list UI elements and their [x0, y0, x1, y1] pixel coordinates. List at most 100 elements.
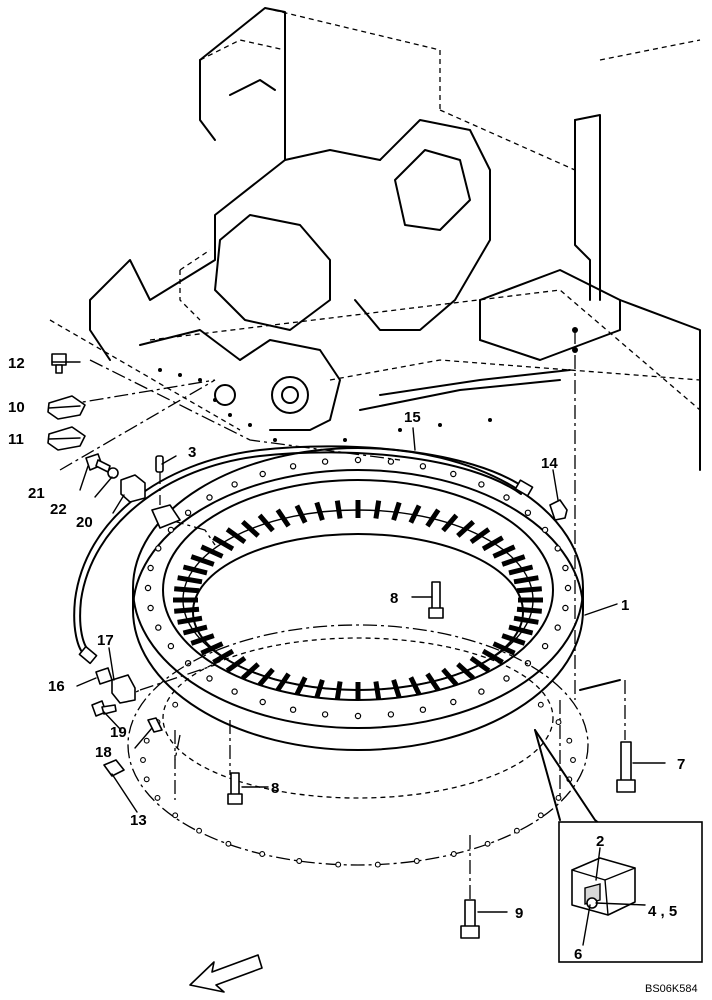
reference-lines — [59, 330, 626, 900]
gear-tooth — [294, 504, 308, 524]
bolt-hole — [450, 698, 457, 706]
bushing — [151, 504, 181, 529]
gear-tooth — [177, 575, 203, 585]
gear-tooth — [425, 508, 441, 528]
ring-gear-teeth — [173, 500, 543, 700]
label-part-9: 9 — [515, 905, 523, 922]
gear-tooth — [516, 606, 543, 614]
lower-bolt-hole — [374, 861, 381, 868]
grease-fitting-14 — [549, 499, 568, 521]
label-part-22: 22 — [50, 501, 67, 518]
bolt-8-upper — [428, 581, 444, 619]
bolt-8-lower — [227, 772, 243, 805]
frame-bolt-holes — [158, 368, 492, 442]
gear-tooth — [275, 672, 291, 692]
bolt-hole — [554, 624, 561, 631]
bolt-hole — [554, 545, 561, 552]
gear-tooth — [334, 500, 343, 519]
gear-tooth — [241, 519, 260, 538]
label-part-8-lower: 8 — [271, 780, 279, 797]
gear-tooth — [492, 544, 516, 559]
bolt-hole — [478, 481, 485, 488]
swing-bearing — [132, 447, 584, 751]
bolt-hole — [147, 604, 154, 612]
gear-tooth — [508, 624, 534, 636]
bolt-hole — [321, 458, 329, 465]
gear-tooth — [441, 513, 459, 533]
bolt-hole — [564, 584, 572, 592]
bolt-hole — [206, 494, 213, 501]
bolt-hole — [259, 698, 266, 706]
gear-tooth — [425, 672, 441, 692]
bolt-hole — [562, 604, 569, 612]
lower-bolt-hole — [143, 737, 150, 744]
gear-tooth — [391, 679, 402, 699]
bolt-hole — [503, 494, 510, 501]
bolt-hole — [478, 688, 485, 695]
label-part-16: 16 — [48, 678, 65, 695]
gear-tooth — [513, 575, 539, 585]
gear-tooth — [314, 679, 325, 699]
bolt-hole — [419, 463, 427, 470]
block-17 — [111, 674, 136, 704]
gear-tooth — [508, 564, 534, 576]
lower-bolt-holes — [140, 701, 576, 868]
bolt-hole — [231, 481, 238, 488]
gear-tooth — [501, 554, 526, 567]
bolt-hole — [321, 711, 329, 718]
lower-bolt-hole — [484, 840, 491, 847]
label-part-4-5: 4 , 5 — [648, 903, 677, 920]
label-part-11: 11 — [8, 431, 24, 448]
lower-bolt-hole — [172, 812, 179, 819]
washer-22 — [107, 467, 119, 479]
label-part-12: 12 — [8, 355, 25, 372]
lower-bolt-hole — [537, 812, 544, 819]
bolt-hole — [354, 456, 362, 464]
label-part-6: 6 — [574, 946, 582, 963]
lube-hose — [73, 445, 534, 665]
bolt-hole — [289, 463, 297, 470]
label-part-17: 17 — [97, 632, 114, 649]
gear-tooth — [212, 648, 235, 665]
bolt-hole — [354, 712, 362, 720]
label-part-18: 18 — [95, 744, 112, 761]
label-part-8-upper: 8 — [390, 590, 398, 607]
gear-tooth — [225, 655, 247, 673]
bolt-hole — [524, 509, 532, 516]
gear-tooth — [225, 527, 247, 545]
label-part-7: 7 — [677, 756, 685, 773]
lower-bolt-hole — [154, 794, 161, 801]
lower-bolt-hole — [566, 737, 573, 744]
bolt-hole — [541, 642, 549, 650]
gear-tooth — [481, 648, 504, 665]
lower-bolt-hole — [537, 701, 544, 708]
bolt-hole — [167, 642, 175, 650]
bolt-21 — [85, 453, 111, 473]
bracket-20 — [120, 474, 146, 503]
gear-tooth — [373, 500, 382, 519]
label-part-2: 2 — [596, 833, 604, 850]
label-part-3: 3 — [188, 444, 196, 461]
bolt-hole — [387, 458, 395, 465]
bolt-9 — [460, 899, 480, 939]
lower-bolt-hole — [450, 851, 457, 857]
gear-tooth — [241, 662, 260, 681]
bearing-bolt-holes — [144, 456, 572, 720]
lower-bolt-hole — [513, 827, 520, 834]
lower-bolt-hole — [196, 827, 203, 834]
gear-tooth — [200, 641, 224, 656]
callout-leaders — [48, 361, 666, 913]
gear-tooth — [294, 676, 308, 696]
lower-bolt-hole — [555, 794, 562, 801]
bolt-hole — [167, 526, 175, 534]
bolt-hole — [147, 564, 154, 572]
gear-tooth — [481, 535, 504, 552]
bolt-hole — [450, 470, 457, 478]
gear-tooth — [441, 667, 459, 687]
bolt-hole — [184, 509, 192, 516]
gear-tooth — [182, 624, 208, 636]
bolt-hole — [144, 584, 152, 592]
gear-tooth — [456, 519, 475, 538]
lower-bolt-hole — [259, 851, 266, 857]
label-part-20: 20 — [76, 514, 93, 531]
